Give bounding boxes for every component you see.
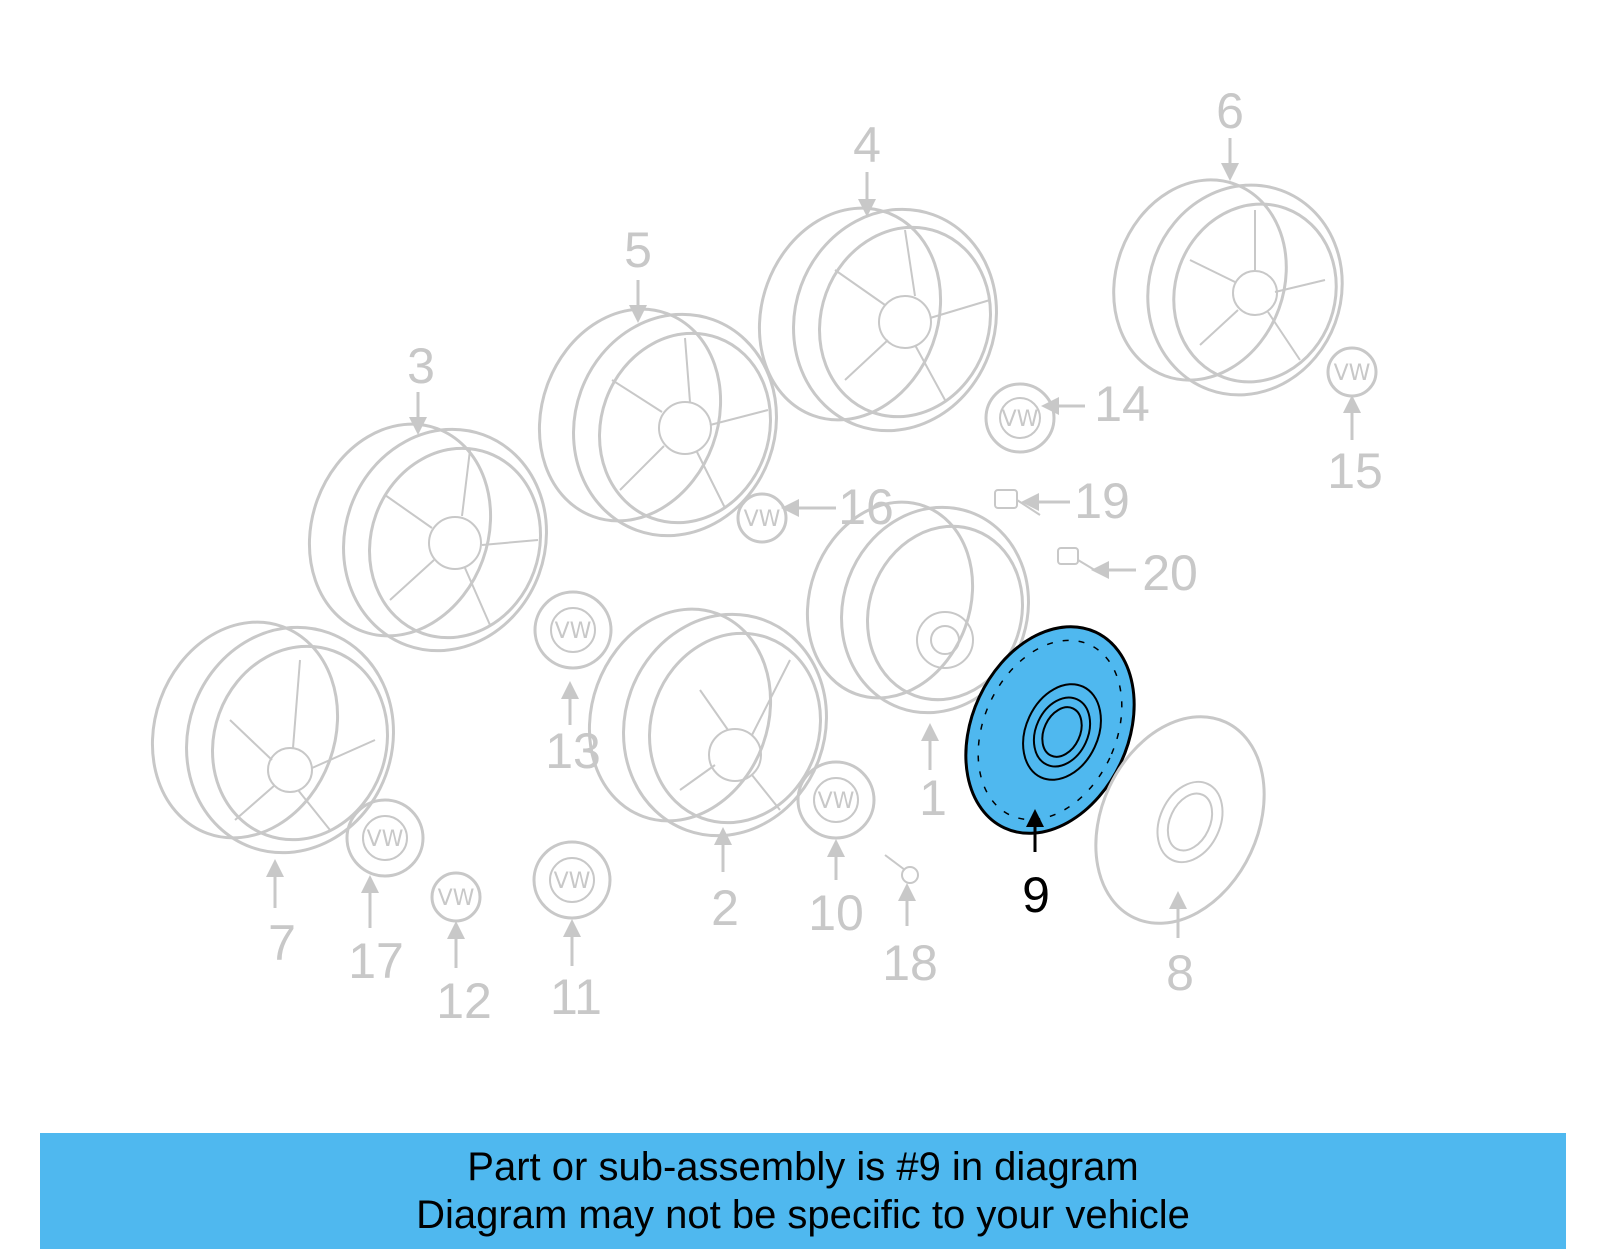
callout-2: 2 <box>711 880 739 936</box>
emblem-16: VW <box>736 492 788 544</box>
callout-11: 11 <box>550 969 602 1025</box>
center-cap-14: VW <box>984 382 1056 454</box>
callout-19: 19 <box>1074 473 1130 529</box>
banner-line-2: Diagram may not be specific to your vehi… <box>416 1193 1190 1237</box>
wheel-cover-8 <box>1094 715 1266 925</box>
callout-12: 12 <box>436 973 492 1029</box>
leader-arrows <box>266 138 1361 968</box>
callout-labels: 1 2 3 4 5 6 7 8 9 10 11 12 13 14 15 16 1… <box>268 83 1383 1029</box>
callout-18: 18 <box>882 935 938 991</box>
vw-logo-icon: VW <box>818 789 855 814</box>
vw-logo-icon: VW <box>1002 407 1039 432</box>
callout-4: 4 <box>853 117 881 173</box>
wheel-5 <box>537 307 778 538</box>
bolt-18 <box>884 854 919 884</box>
callout-15: 15 <box>1327 443 1383 499</box>
callout-13: 13 <box>545 723 601 779</box>
wheel-6 <box>1112 178 1344 397</box>
wheel-2 <box>587 607 828 838</box>
emblem-15: VW <box>1326 346 1378 398</box>
callout-14: 14 <box>1094 376 1150 432</box>
emblem-12: VW <box>430 871 482 923</box>
wheel-4 <box>757 206 998 433</box>
wheel-3 <box>307 422 548 653</box>
callout-6: 6 <box>1216 83 1244 139</box>
center-cap-11: VW <box>532 840 612 920</box>
valve-20 <box>1057 547 1099 573</box>
callout-1: 1 <box>919 770 947 826</box>
callout-9: 9 <box>1022 867 1050 923</box>
vw-logo-icon: VW <box>554 869 591 894</box>
center-cap-13: VW <box>533 590 613 670</box>
callout-8: 8 <box>1166 945 1194 1001</box>
vw-logo-icon: VW <box>744 507 781 532</box>
wheel-7 <box>150 620 395 855</box>
center-cap-10: VW <box>796 760 876 840</box>
callout-5: 5 <box>624 222 652 278</box>
wheel-cover-9[interactable] <box>934 599 1167 861</box>
vw-logo-icon: VW <box>367 827 404 852</box>
banner-line-1: Part or sub-assembly is #9 in diagram <box>467 1145 1139 1189</box>
wheel-1 <box>805 500 1030 715</box>
vw-logo-icon: VW <box>555 619 592 644</box>
info-banner: Part or sub-assembly is #9 in diagram Di… <box>40 1133 1566 1249</box>
callout-7: 7 <box>268 915 296 971</box>
callout-17: 17 <box>348 933 404 989</box>
vw-logo-icon: VW <box>438 886 475 911</box>
callout-20: 20 <box>1142 545 1198 601</box>
center-cap-17: VW <box>345 798 425 878</box>
vw-logo-icon: VW <box>1334 361 1371 386</box>
callout-16: 16 <box>838 479 894 535</box>
callout-10: 10 <box>808 885 864 941</box>
callout-3: 3 <box>407 338 435 394</box>
